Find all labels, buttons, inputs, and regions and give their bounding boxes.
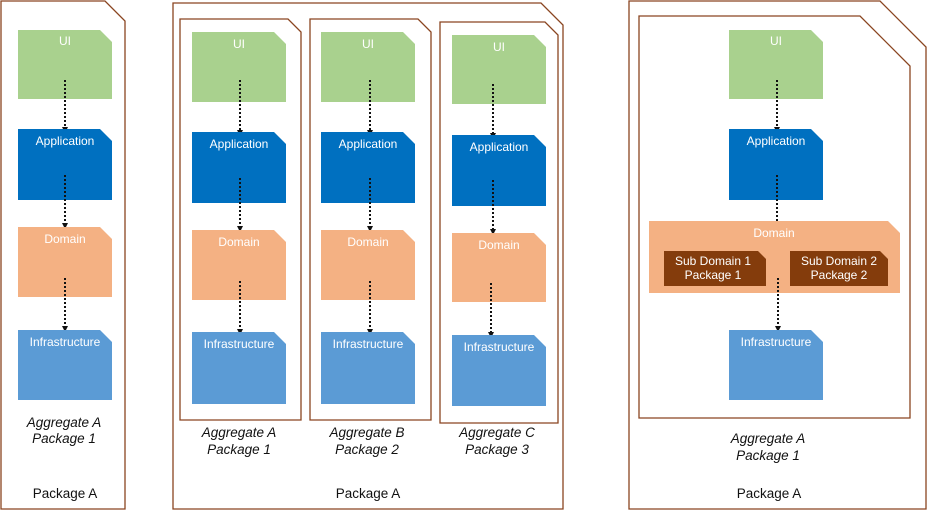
application-layer [729, 129, 823, 200]
aggregate-caption-line-2: Package 3 [465, 442, 529, 457]
domain-layer [192, 230, 286, 300]
sub-domain-2-title: Sub Domain 2 [801, 254, 877, 268]
package-a-frame [628, 0, 927, 510]
sub-domain-1-package: Package 1 [685, 268, 742, 282]
ui-layer-label: UI [233, 37, 245, 51]
ui-layer [729, 30, 823, 99]
aggregate-caption-line-2: Package 1 [32, 431, 96, 446]
infrastructure-layer [321, 332, 415, 404]
aggregate-caption-line-1: Aggregate A [26, 415, 102, 430]
infrastructure-layer-label: Infrastructure [204, 337, 275, 351]
sub-domain-1 [664, 251, 766, 286]
aggregate-b-box: UI Application Domain Infrastructure Agg… [309, 18, 432, 457]
ui-layer-label: UI [493, 40, 505, 54]
sub-domain-1-title: Sub Domain 1 [675, 254, 751, 268]
sub-domain-2 [790, 251, 888, 286]
domain-layer-label: Domain [218, 235, 259, 249]
application-layer-label: Application [36, 134, 95, 148]
package-a-panel-1: UI Application Domain Infrastructure Agg… [0, 0, 126, 510]
infrastructure-layer-label: Infrastructure [333, 337, 404, 351]
aggregate-caption-line-1: Aggregate A [730, 431, 806, 446]
infrastructure-layer-label: Infrastructure [30, 335, 101, 349]
package-label: Package A [737, 486, 802, 501]
aggregate-frame [179, 18, 302, 421]
aggregate-caption-line-2: Package 2 [335, 442, 399, 457]
package-a-frame [0, 0, 126, 510]
infrastructure-layer [192, 332, 286, 404]
aggregate-frame [309, 18, 432, 421]
aggregate-a-box: UI Application Domain Infrastructure Agg… [179, 18, 302, 457]
infrastructure-layer [729, 330, 823, 400]
ui-layer [18, 30, 112, 99]
application-layer-label: Application [470, 140, 529, 154]
aggregate-caption-line-1: Aggregate C [458, 425, 535, 440]
package-label: Package A [33, 486, 98, 501]
aggregate-caption-line-1: Aggregate B [328, 425, 404, 440]
infrastructure-layer-label: Infrastructure [464, 340, 535, 354]
application-layer-label: Application [210, 137, 269, 151]
domain-layer-label: Domain [753, 226, 794, 240]
package-a-panel-2: UI Application Domain Infrastructure Agg… [172, 2, 564, 510]
ui-layer-label: UI [362, 37, 374, 51]
application-layer-label: Application [747, 134, 806, 148]
application-layer [18, 129, 112, 200]
domain-layer [321, 230, 415, 300]
infrastructure-layer [452, 335, 546, 406]
aggregate-c-box: UI Application Domain Infrastructure Agg… [439, 21, 559, 457]
aggregate-a-box: UI Application Domain Sub Domain 1 Packa… [638, 15, 911, 419]
infrastructure-layer [18, 330, 112, 400]
domain-layer-label: Domain [347, 235, 388, 249]
package-a-panel-3: UI Application Domain Sub Domain 1 Packa… [628, 0, 927, 510]
package-a-frame [172, 2, 564, 510]
domain-layer-label: Domain [44, 232, 85, 246]
ui-layer [192, 32, 286, 102]
domain-layer [452, 233, 546, 302]
application-layer [192, 132, 286, 203]
ui-layer [321, 32, 415, 102]
aggregate-frame [439, 21, 559, 424]
application-layer [452, 135, 546, 206]
aggregate-frame [638, 15, 911, 419]
ui-layer-label: UI [770, 34, 782, 48]
aggregate-caption-line-1: Aggregate A [201, 425, 277, 440]
application-layer [321, 132, 415, 203]
ui-layer [452, 35, 546, 104]
application-layer-label: Application [339, 137, 398, 151]
ui-layer-label: UI [59, 34, 71, 48]
domain-layer-label: Domain [478, 238, 519, 252]
aggregate-caption-line-2: Package 1 [207, 442, 271, 457]
aggregate-caption-line-2: Package 1 [736, 448, 800, 463]
infrastructure-layer-label: Infrastructure [741, 335, 812, 349]
domain-layer [18, 227, 112, 297]
sub-domain-2-package: Package 2 [811, 268, 868, 282]
package-label: Package A [336, 486, 401, 501]
